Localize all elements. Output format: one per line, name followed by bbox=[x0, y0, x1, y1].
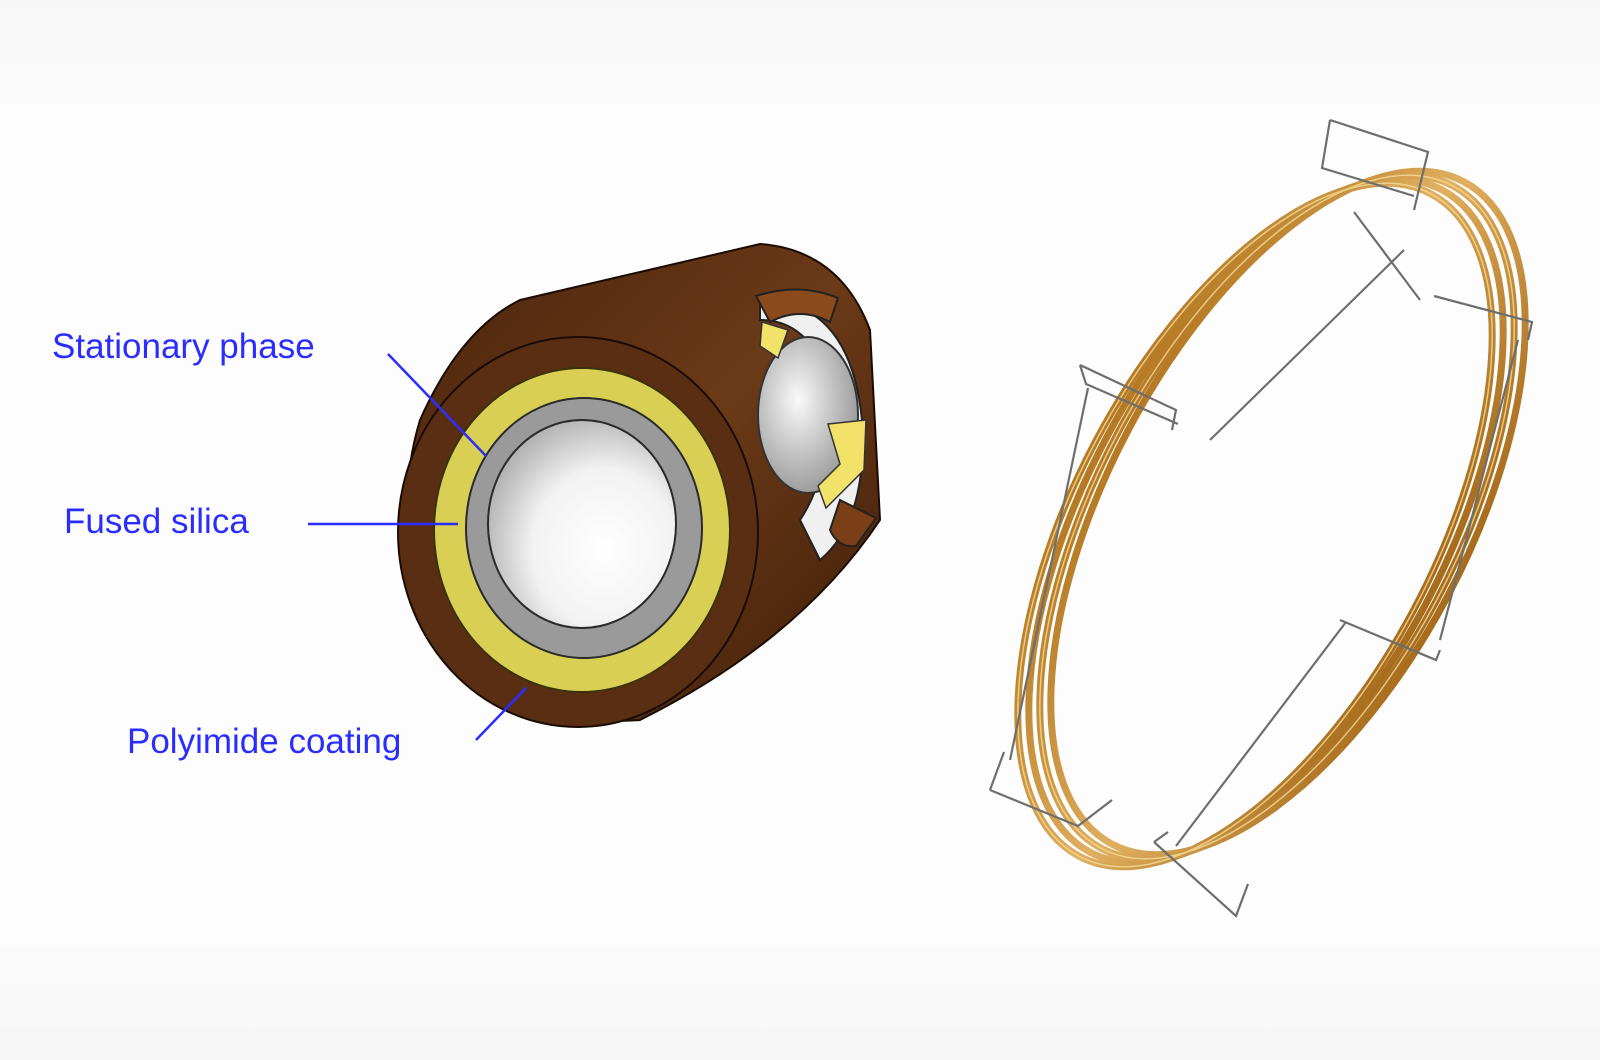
column-cross-section bbox=[397, 242, 882, 728]
cage-bracket-top bbox=[1320, 118, 1430, 211]
cage-bracket-bottom-left bbox=[988, 751, 1113, 828]
coil-4 bbox=[1047, 167, 1529, 859]
cage-rod-3 bbox=[1008, 387, 1090, 761]
cutaway-core bbox=[757, 336, 859, 494]
leader-line-polyimide-coating bbox=[475, 687, 527, 741]
cage-rod-4 bbox=[1438, 339, 1520, 641]
cutaway-brown-flap-bottom bbox=[828, 498, 878, 548]
cage-rod-5 bbox=[1175, 621, 1347, 847]
wire-cage bbox=[988, 118, 1534, 918]
cage-rod-2 bbox=[1209, 249, 1405, 441]
cage-rod-1 bbox=[1353, 211, 1421, 301]
coiled-column bbox=[988, 118, 1534, 918]
leader-lines bbox=[308, 353, 527, 741]
cage-bracket-right bbox=[1339, 294, 1534, 662]
background-band-top bbox=[0, 0, 1600, 105]
leader-line-stationary-phase bbox=[387, 353, 487, 457]
label-polyimide-coating: Polyimide coating bbox=[127, 722, 402, 761]
cage-bracket-left bbox=[1078, 364, 1179, 431]
label-fused-silica: Fused silica bbox=[64, 502, 249, 541]
cutaway-yellow-piece-bottom bbox=[817, 419, 867, 510]
cage-bracket-bottom bbox=[1153, 831, 1250, 918]
label-stationary-phase: Stationary phase bbox=[52, 327, 315, 366]
column-coil-highlights bbox=[1017, 174, 1515, 868]
background-band-bottom bbox=[0, 945, 1600, 1060]
cutaway-yellow-piece-top bbox=[759, 321, 789, 360]
column-bore bbox=[487, 419, 677, 629]
cutaway-brown-flap-top bbox=[754, 288, 840, 324]
coil-2 bbox=[1025, 175, 1507, 867]
